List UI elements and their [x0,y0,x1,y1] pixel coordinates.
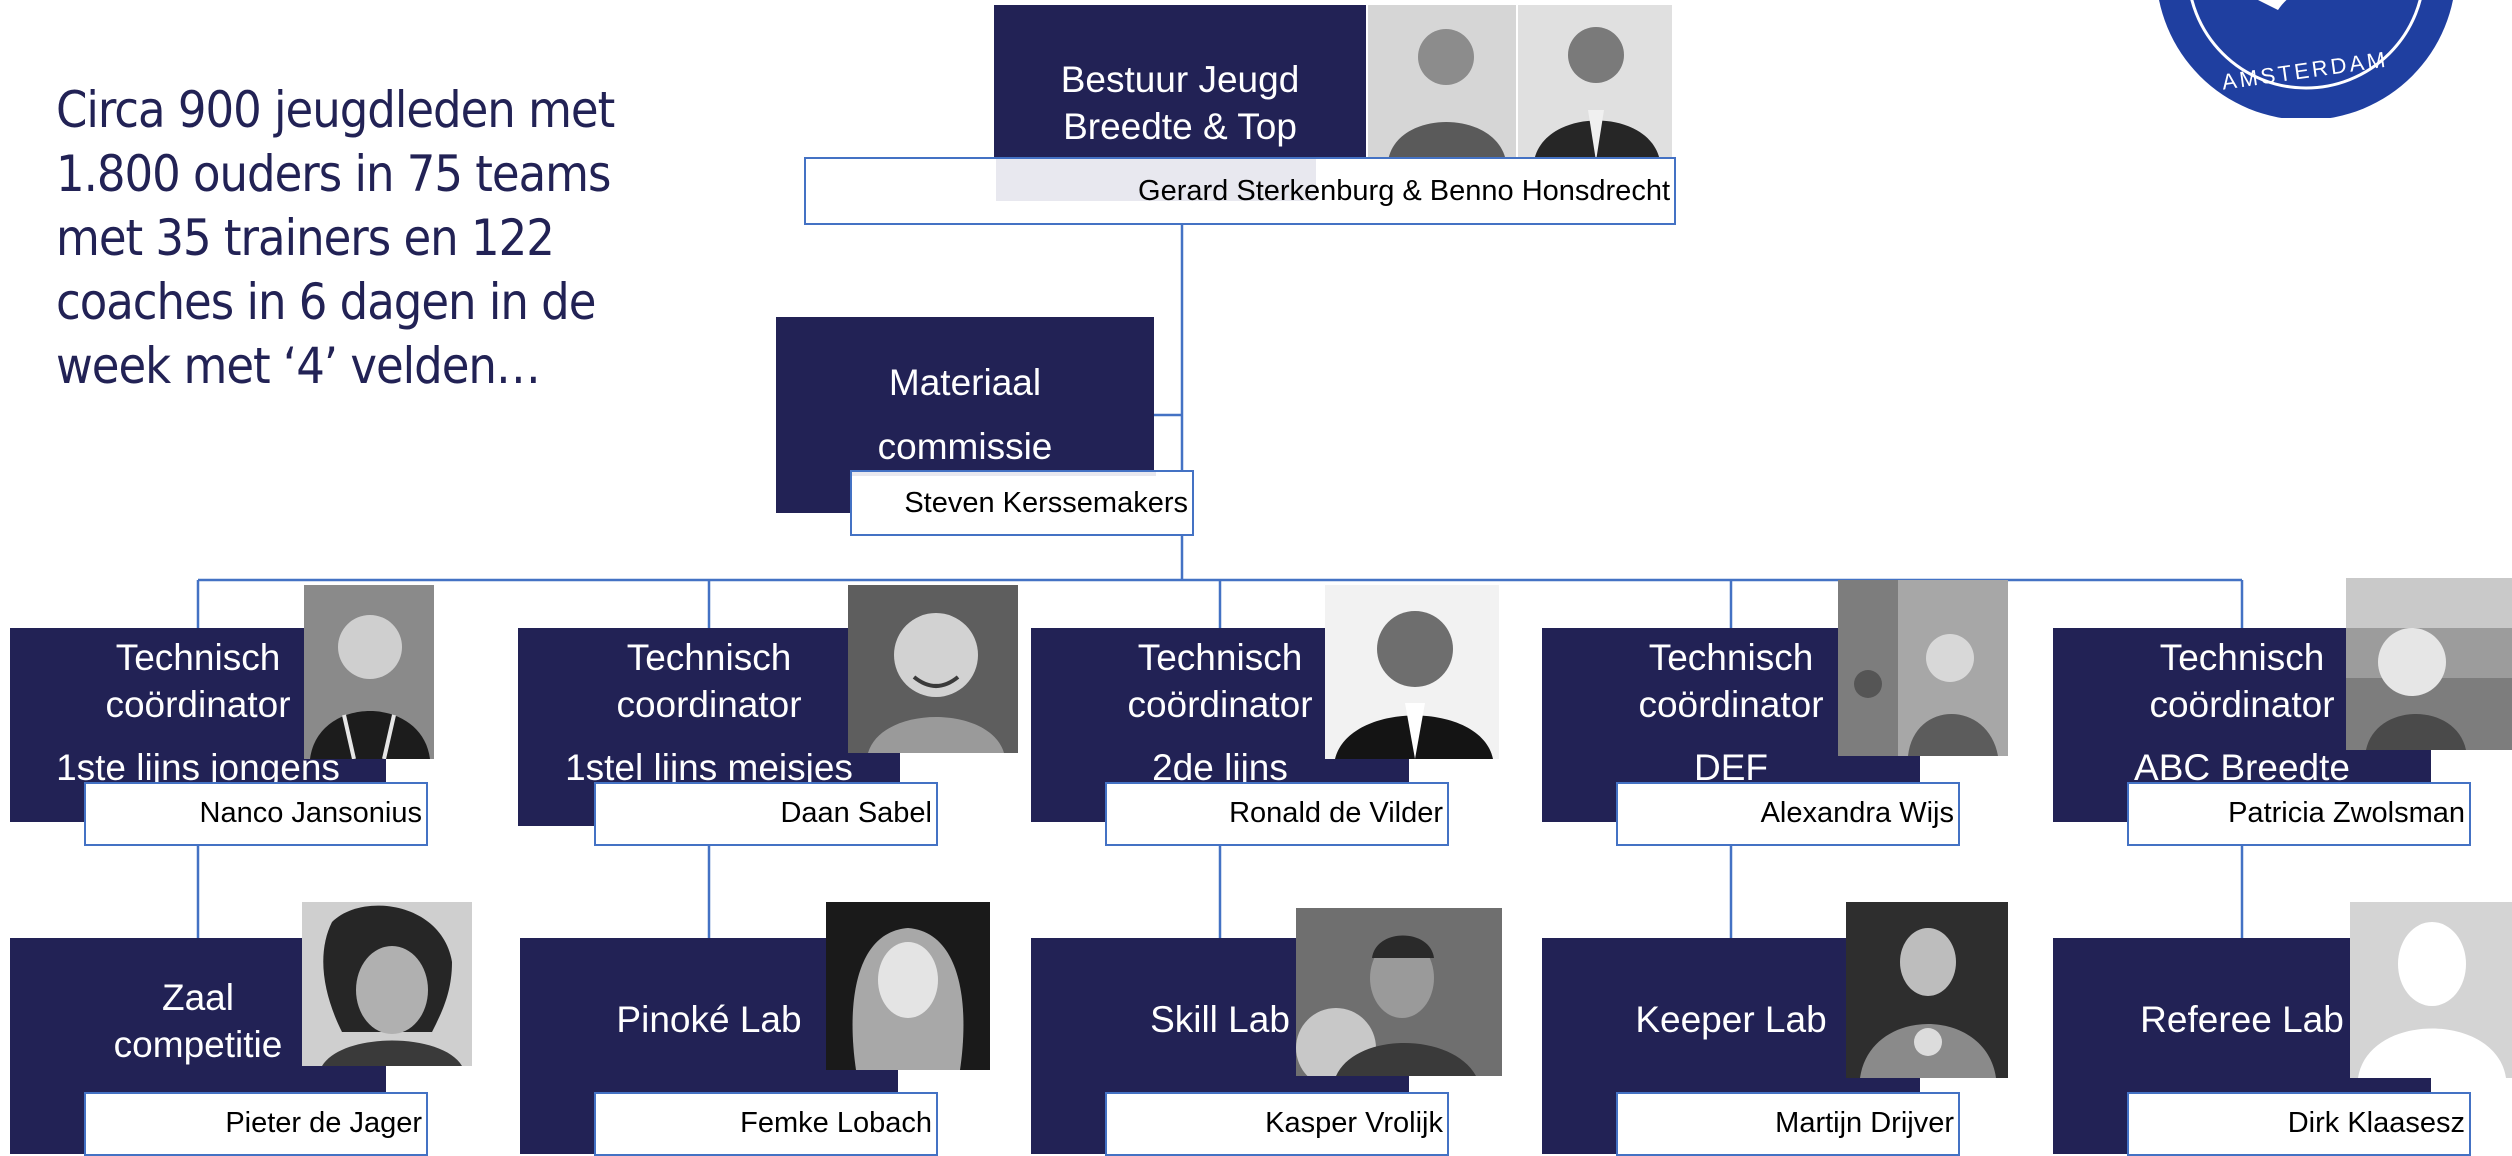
lab-3-photo [1296,908,1502,1076]
coordinator-2-line2: coordinator [616,684,802,725]
coordinator-5-name-box: Patricia Zwolsman [2127,782,2471,846]
coordinator-1-line3: 1ste lijns jongens [56,747,340,788]
coordinator-3-name: Ronald de Vilder [1229,797,1443,829]
coordinator-3-line2: coördinator [1127,684,1313,725]
lab-2-name: Femke Lobach [740,1107,932,1139]
coordinator-3-line1: Technisch [1137,637,1303,678]
lab-4-line1: Keeper Lab [1635,999,1827,1040]
intro-text: Circa 900 jeugdleden met 1.800 ouders in… [56,81,615,395]
coordinator-2-name-box: Daan Sabel [594,782,938,846]
coordinator-2-name: Daan Sabel [780,797,932,829]
lab-1-name-box: Pieter de Jager [84,1092,428,1156]
lab-4-name-box: Martijn Drijver [1616,1092,1960,1156]
lab-5-line1: Referee Lab [2140,999,2344,1040]
coordinator-1-name-box: Nanco Jansonius [84,782,428,846]
coordinator-1-line1: Technisch [115,637,281,678]
coordinator-2-line1: Technisch [626,637,792,678]
materiaal-name: Steven Kerssemakers [904,487,1188,519]
lab-4-photo [1846,902,2008,1078]
lab-2-name-box: Femke Lobach [594,1092,938,1156]
coordinator-4-photo [1838,580,2008,756]
coordinator-5-name: Patricia Zwolsman [2228,797,2465,829]
bestuur-name: Gerard Sterkenburg & Benno Honsdrecht [1138,175,1670,207]
lab-1-photo [302,902,472,1066]
bestuur-title-line2: Breedte & Top [1063,106,1297,147]
lab-5-name-box: Dirk Klaasesz [2127,1092,2471,1156]
lab-1-line2: competitie [113,1024,283,1065]
lab-5-photo [2350,902,2512,1078]
coordinator-5-photo [2346,578,2512,750]
bestuur-name-box: Gerard Sterkenburg & Benno Honsdrecht [804,157,1676,225]
lab-3-name-box: Kasper Vrolijk [1105,1092,1449,1156]
coordinator-2-photo [848,585,1018,753]
club-logo: AMSTERDAM [2148,0,2464,120]
lab-3-line1: Skill Lab [1150,999,1290,1040]
coordinator-4-line3: DEF [1694,747,1768,788]
coordinator-4-name: Alexandra Wijs [1760,797,1954,829]
lab-3-name: Kasper Vrolijk [1265,1107,1443,1139]
coordinator-5-line2: coördinator [2149,684,2335,725]
coordinator-1-photo [304,585,434,759]
lab-2-photo [826,902,990,1070]
coordinator-4-line2: coördinator [1638,684,1824,725]
coordinator-5-line1: Technisch [2159,637,2325,678]
coordinator-4-name-box: Alexandra Wijs [1616,782,1960,846]
lab-2-line1: Pinoké Lab [616,999,802,1040]
bestuur-photo-1 [1368,5,1516,161]
coordinator-5-line3: ABC Breedte [2134,747,2350,788]
lab-1-line1: Zaal [162,977,234,1018]
lab-1-name: Pieter de Jager [225,1107,422,1139]
materiaal-title-line1: Materiaal [888,362,1042,403]
lab-4-name: Martijn Drijver [1775,1107,1954,1139]
coordinator-3-line3: 2de lijns [1152,747,1288,788]
materiaal-name-box: Steven Kerssemakers [850,470,1194,536]
bestuur-photo-2 [1518,5,1672,161]
coordinator-1-name: Nanco Jansonius [199,797,422,829]
bestuur-title-line1: Bestuur Jeugd [1060,59,1300,100]
lab-5-name: Dirk Klaasesz [2287,1107,2465,1139]
coordinator-1-line2: coördinator [105,684,291,725]
coordinator-4-line1: Technisch [1648,637,1814,678]
coordinator-3-name-box: Ronald de Vilder [1105,782,1449,846]
coordinator-2-line3: 1stel lijns meisjes [565,747,853,788]
coordinator-3-photo [1325,585,1499,759]
materiaal-title-line2: commissie [877,426,1053,467]
